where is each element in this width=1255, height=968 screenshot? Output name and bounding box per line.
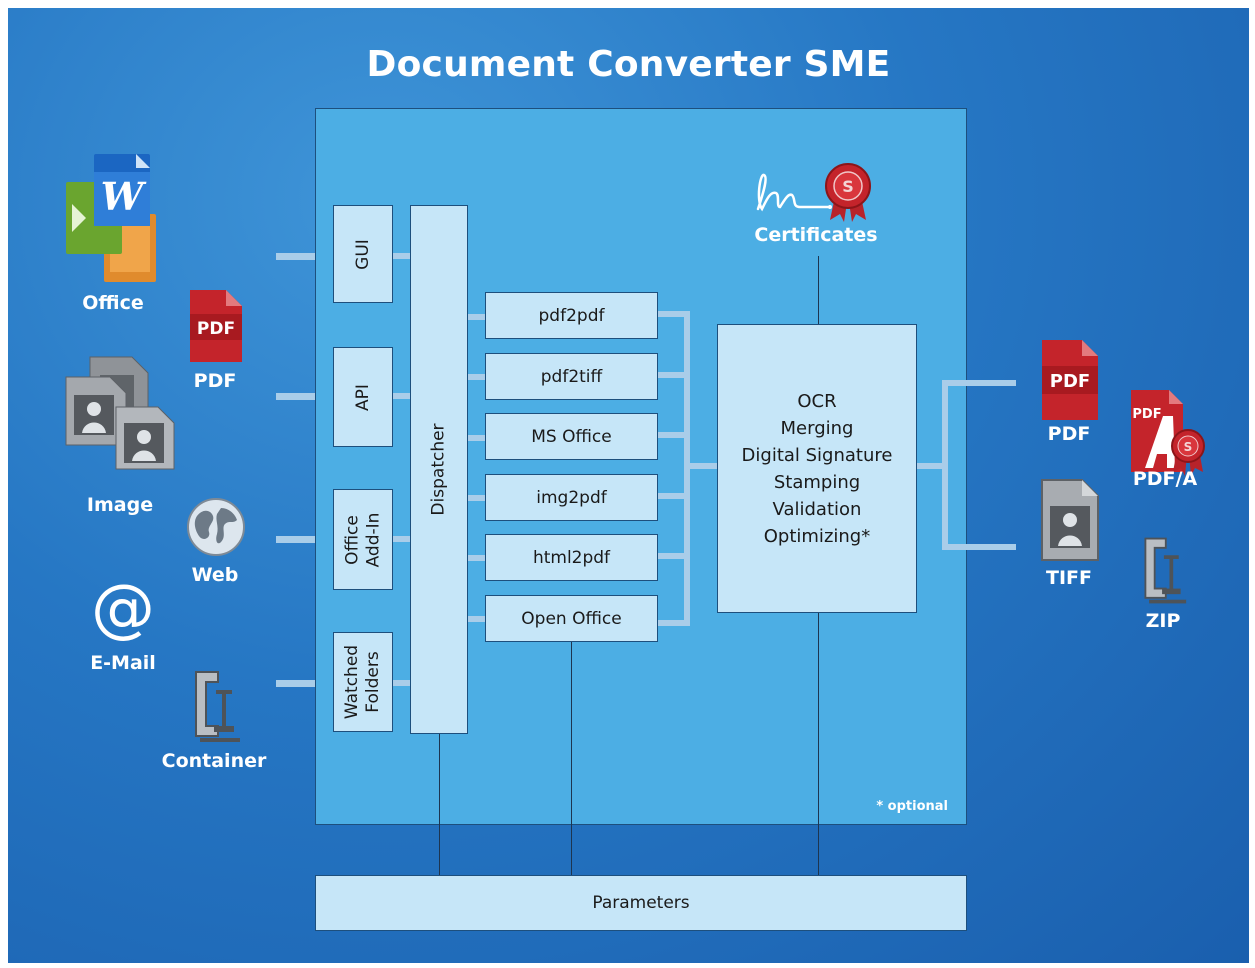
parameters-label: Parameters <box>592 893 690 913</box>
interface-gui-label: GUI <box>352 238 373 270</box>
pdf-output-icon: PDF <box>1042 340 1098 420</box>
converter-html2pdf[interactable]: html2pdf <box>485 534 658 581</box>
connector-c2-bracket <box>658 372 690 378</box>
parameters-box[interactable]: Parameters <box>315 875 967 931</box>
connector-gui-in <box>276 253 333 260</box>
optional-note: * optional <box>876 799 948 814</box>
interface-office-addin-line1: Office <box>342 514 362 565</box>
dispatcher-box[interactable]: Dispatcher <box>410 205 468 734</box>
input-image-label: Image <box>86 494 154 516</box>
processing-validation: Validation <box>772 498 862 520</box>
output-pdf-label: PDF <box>1047 423 1091 445</box>
converter-pdf2tiff-label: pdf2tiff <box>540 366 603 387</box>
interface-watched-folders[interactable]: Watched Folders <box>333 632 393 732</box>
signature-icon <box>756 173 832 212</box>
diagram-title: Document Converter SME <box>366 44 891 85</box>
dispatcher-label: Dispatcher <box>428 423 449 516</box>
input-office-label: Office <box>82 292 144 314</box>
connector-d-c6 <box>468 616 487 622</box>
connector-c1-bracket <box>658 311 690 317</box>
pdf-input-icon: PDF <box>190 290 242 362</box>
processing-merging: Merging <box>780 417 854 439</box>
interface-api[interactable]: API <box>333 347 393 447</box>
image-input-icon <box>65 356 175 470</box>
connector-d-c4 <box>468 495 487 501</box>
office-word-letter: W <box>101 174 147 219</box>
zip-clamp-icon <box>1144 537 1187 604</box>
converter-html2pdf-label: html2pdf <box>532 547 611 568</box>
output-pdfa-label: PDF/A <box>1132 468 1198 490</box>
connector-bracket-processing <box>684 463 718 469</box>
seal-icon: S <box>825 163 871 222</box>
output-bracket-vertical <box>942 380 948 550</box>
connector-addin-in <box>276 536 333 543</box>
input-container-label: Container <box>161 750 267 772</box>
line-processing-parameters <box>818 613 819 876</box>
interface-gui[interactable]: GUI <box>333 205 393 303</box>
seal-icon-letter: S <box>842 177 854 196</box>
output-tiff-label: TIFF <box>1046 567 1092 589</box>
interface-watched-folders-label: Watched Folders <box>342 645 384 719</box>
connector-c4-bracket <box>658 493 690 499</box>
connector-addin-dispatcher <box>393 536 410 542</box>
interface-office-addin[interactable]: Office Add-In <box>333 489 393 590</box>
connector-api-dispatcher <box>393 393 410 399</box>
interface-watched-line2: Folders <box>363 651 383 713</box>
converter-pdf2tiff[interactable]: pdf2tiff <box>485 353 658 400</box>
pdfa-icon-text: PDF <box>1132 407 1161 422</box>
pdfa-seal-letter: S <box>1184 440 1193 454</box>
container-clamp-icon <box>195 671 240 742</box>
connector-gui-dispatcher <box>393 253 410 259</box>
connector-api-in <box>276 393 333 400</box>
input-web-label: Web <box>191 564 239 586</box>
converter-pdf2pdf-label: pdf2pdf <box>538 305 605 326</box>
connector-watched-dispatcher <box>393 680 410 686</box>
email-at-icon: @ <box>91 572 155 646</box>
input-pdf-label: PDF <box>193 370 237 392</box>
line-certificates-processing <box>818 256 819 324</box>
line-converters-parameters <box>571 635 572 876</box>
tiff-output-icon <box>1041 479 1099 561</box>
connector-c3-bracket <box>658 432 690 438</box>
converter-open-office-label: Open Office <box>521 608 622 629</box>
office-documents-icon: W <box>66 154 156 282</box>
interface-api-label: API <box>352 383 373 411</box>
processing-digital-signature: Digital Signature <box>741 444 893 466</box>
converter-img2pdf-label: img2pdf <box>536 487 607 508</box>
connector-out-pdf <box>942 380 1016 386</box>
interface-office-addin-line2: Add-In <box>363 512 383 567</box>
connector-c5-bracket <box>658 553 690 559</box>
converter-pdf2pdf[interactable]: pdf2pdf <box>485 292 658 339</box>
pdfa-output-icon: PDF S <box>1131 390 1205 476</box>
interface-watched-line1: Watched <box>342 644 362 720</box>
converter-img2pdf[interactable]: img2pdf <box>485 474 658 521</box>
connector-d-c1 <box>468 314 487 320</box>
diagram-canvas: Document Converter SME * optional GUI AP… <box>8 8 1249 963</box>
connector-c6-bracket <box>658 620 690 626</box>
output-zip-label: ZIP <box>1145 610 1181 632</box>
input-email-label: E-Mail <box>90 652 156 674</box>
processing-stamping: Stamping <box>773 471 861 493</box>
converter-open-office[interactable]: Open Office <box>485 595 658 642</box>
connector-out-tiff <box>942 544 1016 550</box>
connector-d-c3 <box>468 435 487 441</box>
processing-optimizing: Optimizing* <box>763 525 871 547</box>
connector-d-c2 <box>468 374 487 380</box>
globe-icon <box>187 498 245 556</box>
connector-processing-out <box>916 463 948 469</box>
converter-ms-office-label: MS Office <box>531 426 612 447</box>
connector-watched-in <box>276 680 333 687</box>
line-dispatcher-parameters <box>439 734 440 876</box>
connector-d-c5 <box>468 555 487 561</box>
pdf-input-icon-text: PDF <box>197 319 235 339</box>
converter-ms-office[interactable]: MS Office <box>485 413 658 460</box>
pdf-output-icon-text: PDF <box>1050 371 1090 392</box>
certificates-label: Certificates <box>754 224 878 246</box>
processing-box[interactable]: OCR Merging Digital Signature Stamping V… <box>717 324 917 613</box>
processing-ocr: OCR <box>797 390 837 412</box>
interface-office-addin-label: Office Add-In <box>342 512 384 567</box>
